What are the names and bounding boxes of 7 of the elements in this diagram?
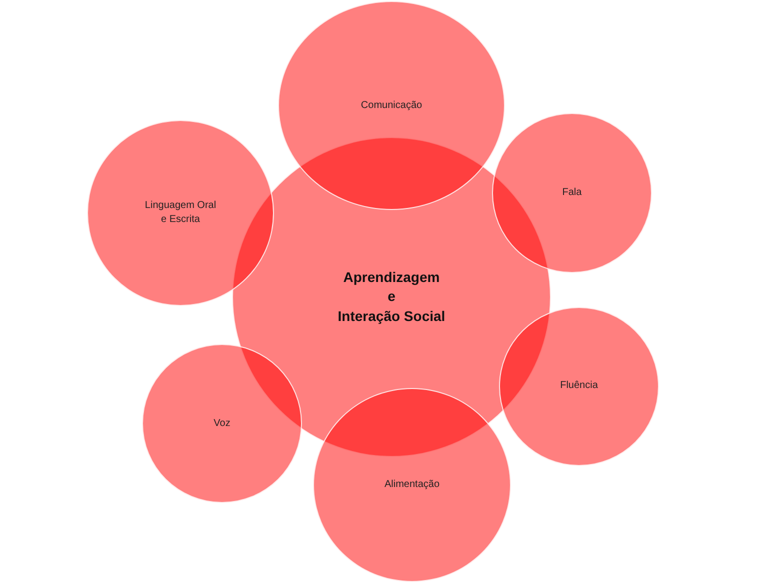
- circle-label: Voz: [214, 416, 230, 430]
- circle-label: Comunicação: [360, 98, 422, 112]
- circle-label: Fala: [562, 186, 582, 200]
- circle-label: Aprendizagem e Interação Social: [338, 268, 446, 326]
- circle-label: Alimentação: [384, 478, 440, 492]
- circle-label: Fluência: [560, 379, 598, 393]
- circle-label: Linguagem Oral e Escrita: [144, 199, 216, 227]
